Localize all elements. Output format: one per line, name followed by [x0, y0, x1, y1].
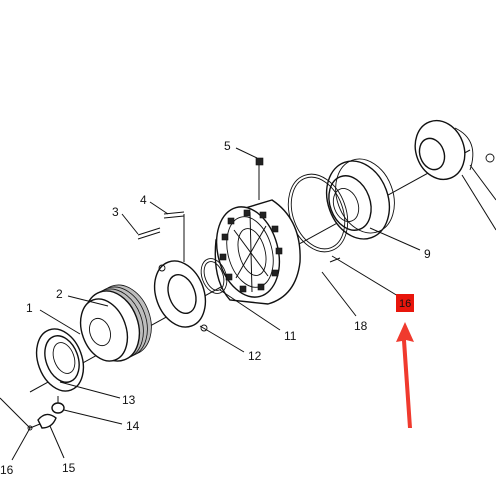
red-arrow-icon [396, 322, 414, 428]
callout-4: 4 [140, 193, 147, 207]
callout-18: 18 [354, 319, 368, 333]
callout-13: 13 [122, 393, 136, 407]
callout-3: 3 [112, 205, 119, 219]
main-housing [214, 199, 301, 305]
leader-lines [0, 147, 421, 461]
part-12-plate [153, 260, 208, 332]
callout-11: 11 [284, 329, 297, 343]
part-16-screw [27, 423, 41, 431]
callout-9: 9 [424, 247, 431, 261]
part-4-pin [163, 211, 185, 262]
part-11-o-ring [200, 258, 228, 294]
o-ring-large-inner [290, 176, 346, 250]
part-5-bolt [255, 157, 264, 200]
callout-16: 16 [0, 463, 14, 477]
part-13-seal [35, 328, 85, 392]
highlight-label: 16 [399, 298, 411, 310]
part-3-pin [137, 227, 161, 240]
callout-5: 5 [224, 139, 231, 153]
part-9-bearing [325, 158, 395, 240]
callout-2: 2 [56, 287, 63, 301]
part-15-bracket [37, 413, 57, 429]
part-far-right-ring [414, 119, 496, 231]
callout-15: 15 [62, 461, 76, 475]
callout-14: 14 [126, 419, 140, 433]
highlight-box [396, 294, 414, 312]
callout-1: 1 [26, 301, 33, 315]
part-2-disc-pack [79, 284, 152, 362]
callout-12: 12 [248, 349, 262, 363]
part-14-fitting [51, 396, 65, 414]
